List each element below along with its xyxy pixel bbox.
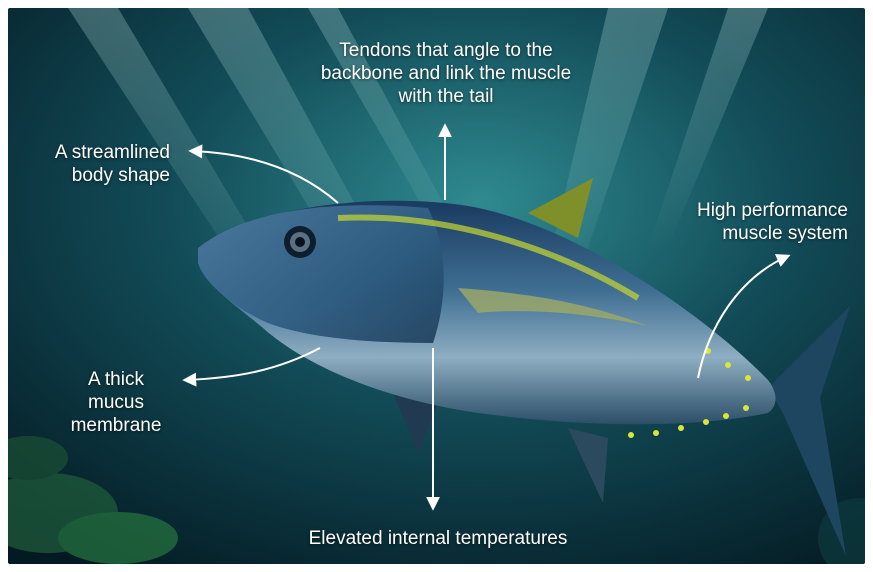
streamlined-label-line-2: body shape [10, 164, 170, 187]
mucus-label-line-3: membrane [56, 414, 176, 437]
tendons-label-line-3: with the tail [306, 85, 586, 108]
muscle-label-line-2: muscle system [668, 222, 848, 245]
muscle-label-line-1: High performance [668, 199, 848, 222]
mucus-label: A thick mucus membrane [56, 368, 176, 437]
streamlined-label: A streamlined body shape [10, 141, 170, 187]
muscle-label: High performance muscle system [668, 199, 848, 245]
streamlined-label-line-1: A streamlined [10, 141, 170, 164]
tuna-eye-pupil [295, 237, 305, 247]
diagram-frame: Tendons that angle to the backbone and l… [8, 8, 865, 564]
temperature-label: Elevated internal temperatures [258, 527, 618, 550]
tendons-label-line-2: backbone and link the muscle [306, 62, 586, 85]
tendons-label: Tendons that angle to the backbone and l… [306, 39, 586, 108]
mucus-label-line-1: A thick [56, 368, 176, 391]
tendons-label-line-1: Tendons that angle to the [306, 39, 586, 62]
mucus-label-line-2: mucus [56, 391, 176, 414]
